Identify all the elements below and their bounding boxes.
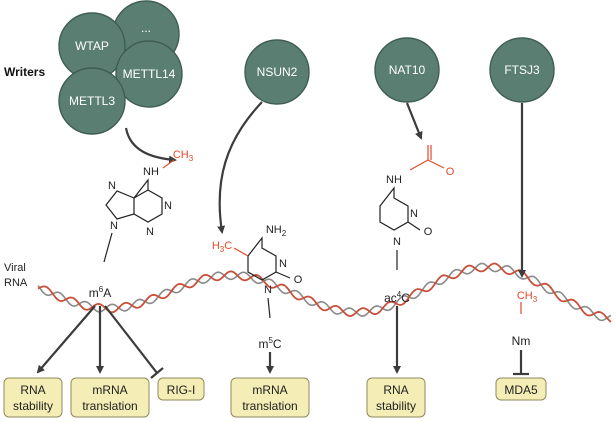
enzyme-mettl3-label: METTL3 (69, 94, 115, 108)
ac4c-label-base: ac (384, 291, 397, 305)
m5c-methyl-bond (233, 247, 249, 257)
outcome-rna-stability-1-box (3, 377, 63, 418)
ac4c-ring-bonds (379, 186, 409, 231)
enzyme-ftsj3-circle (489, 37, 555, 103)
m6a-label-tail: A (103, 286, 111, 300)
m5c-structure: NH2 O N N H3C (212, 224, 303, 319)
m6a-label: m6A (89, 285, 111, 300)
outcome-mrna-translation-1-line1: mRNA (92, 383, 127, 397)
arrow-nat10-to-ac4c (405, 102, 423, 140)
enzyme-wtap-label: WTAP (75, 39, 109, 53)
rna-strand-line (37, 262, 612, 323)
arrow-m6a-to-rna-stability (36, 305, 96, 374)
ac4c-label: ac4C (384, 290, 410, 305)
m5c-label-base: m (258, 337, 268, 351)
enzyme-nat10-circle (374, 37, 440, 103)
ac4c-carbonyl-bond (407, 221, 421, 231)
outcome-rna-stability-1-line2: stability (13, 399, 53, 413)
viral-rna-label-line2: RNA (4, 277, 28, 289)
arrow-writers-to-m6a (124, 127, 177, 164)
rna-strand-line (37, 262, 612, 322)
ac4c-acetyl-o-atom: O (446, 166, 455, 178)
m5c-o-atom: O (294, 274, 303, 286)
ac4c-n1-atom: N (393, 236, 401, 248)
ac4c-acetyl-bonds (409, 145, 445, 171)
m6a-ring-bonds (105, 178, 163, 223)
m6a-n1-atom: N (164, 200, 172, 212)
enzyme-nsun2-label: NSUN2 (257, 65, 298, 79)
m6a-n3-atom: N (146, 226, 154, 238)
inhibit-m6a-to-rig-i (104, 305, 158, 374)
m5c-ring-bonds (247, 236, 277, 281)
outcome-rig-i-label: RIG-I (167, 383, 196, 397)
inhibit-bar-rig-i (150, 367, 164, 379)
m6a-ch3-label: CH3 (173, 149, 194, 163)
m6a-label-base: m (89, 286, 99, 300)
m6a-n7-atom: N (108, 180, 116, 192)
outcome-mrna-translation-1-line2: translation (82, 399, 137, 413)
m6a-ch3-sub: 3 (189, 154, 194, 163)
m5c-nh2-label: NH2 (266, 224, 287, 238)
enzyme-nsun2-circle (244, 39, 310, 105)
m5c-n1-atom: N (264, 284, 272, 296)
enzyme-ellipsis-label: ... (141, 21, 151, 35)
nm-structure: CH3 (517, 290, 538, 314)
m5c-glycosidic-bond (267, 297, 271, 319)
enzyme-nat10-label: NAT10 (389, 63, 426, 77)
outcome-mrna-translation-1-box (70, 377, 150, 418)
m5c-nh2-sub: 2 (282, 229, 287, 238)
m5c-h3c-h: H (212, 240, 220, 252)
m6a-label-sup: 6 (99, 285, 104, 294)
nm-label: Nm (512, 334, 531, 348)
viral-rna-strand (37, 262, 612, 323)
outcome-mrna-translation-2-line2: translation (242, 399, 297, 413)
ac4c-label-tail: C (401, 291, 410, 305)
nm-ch3-label: CH3 (517, 290, 538, 304)
m5c-h3c-label: H3C (212, 240, 232, 254)
arrow-nsun2-to-m5c (217, 101, 263, 234)
m5c-h3c-c: C (224, 240, 232, 252)
writer-complex: ... WTAP METTL14 METTL3 (58, 0, 183, 135)
outcome-rna-stability-2-line2: stability (376, 399, 416, 413)
m6a-nh-atom: NH (143, 166, 159, 178)
m6a-structure: NH CH3 N N N N (103, 149, 194, 263)
writers-label: Writers (4, 65, 45, 79)
ac4c-label-sup: 4 (397, 290, 402, 299)
outcome-mda5-label: MDA5 (504, 383, 538, 397)
outcome-mrna-translation-2-line1: mRNA (252, 383, 287, 397)
m5c-label-tail: C (273, 337, 282, 351)
outcome-mrna-translation-2-box (230, 377, 310, 418)
enzyme-mettl3-circle (58, 67, 126, 135)
m5c-label: m5C (258, 336, 281, 351)
m6a-n9-atom: N (110, 220, 118, 232)
m5c-label-sup: 5 (268, 336, 273, 345)
ac4c-o-atom: O (424, 226, 433, 238)
ac4c-n3-atom: N (410, 208, 418, 220)
ac4c-structure: O NH O N N (379, 145, 455, 270)
ac4c-hn-atom: NH (386, 174, 402, 186)
outcome-rna-stability-1-line1: RNA (20, 383, 45, 397)
enzyme-ftsj3-label: FTSJ3 (504, 63, 540, 77)
m5c-carbonyl-bond (275, 271, 291, 279)
m5c-n3-atom: N (279, 258, 287, 270)
viral-rna-label-line1: Viral (4, 262, 26, 274)
m6a-methyl-bond (162, 159, 175, 169)
outcome-rig-i-box (157, 377, 205, 401)
enzyme-mettl14-circle (115, 40, 183, 108)
outcome-mda5-box (495, 377, 547, 401)
nm-ch3-sub: 3 (533, 295, 538, 304)
m5c-nh2-base: NH (266, 224, 282, 236)
outcome-rna-stability-2-line1: RNA (383, 383, 408, 397)
m6a-glycosidic-bond (103, 232, 113, 263)
outcome-rna-stability-2-box (366, 377, 426, 418)
enzyme-mettl14-label: METTL14 (123, 67, 176, 81)
m5c-h3c-sub: 3 (220, 245, 225, 254)
m6a-ch3-base: CH (173, 149, 189, 161)
nm-ch3-base: CH (517, 290, 533, 302)
